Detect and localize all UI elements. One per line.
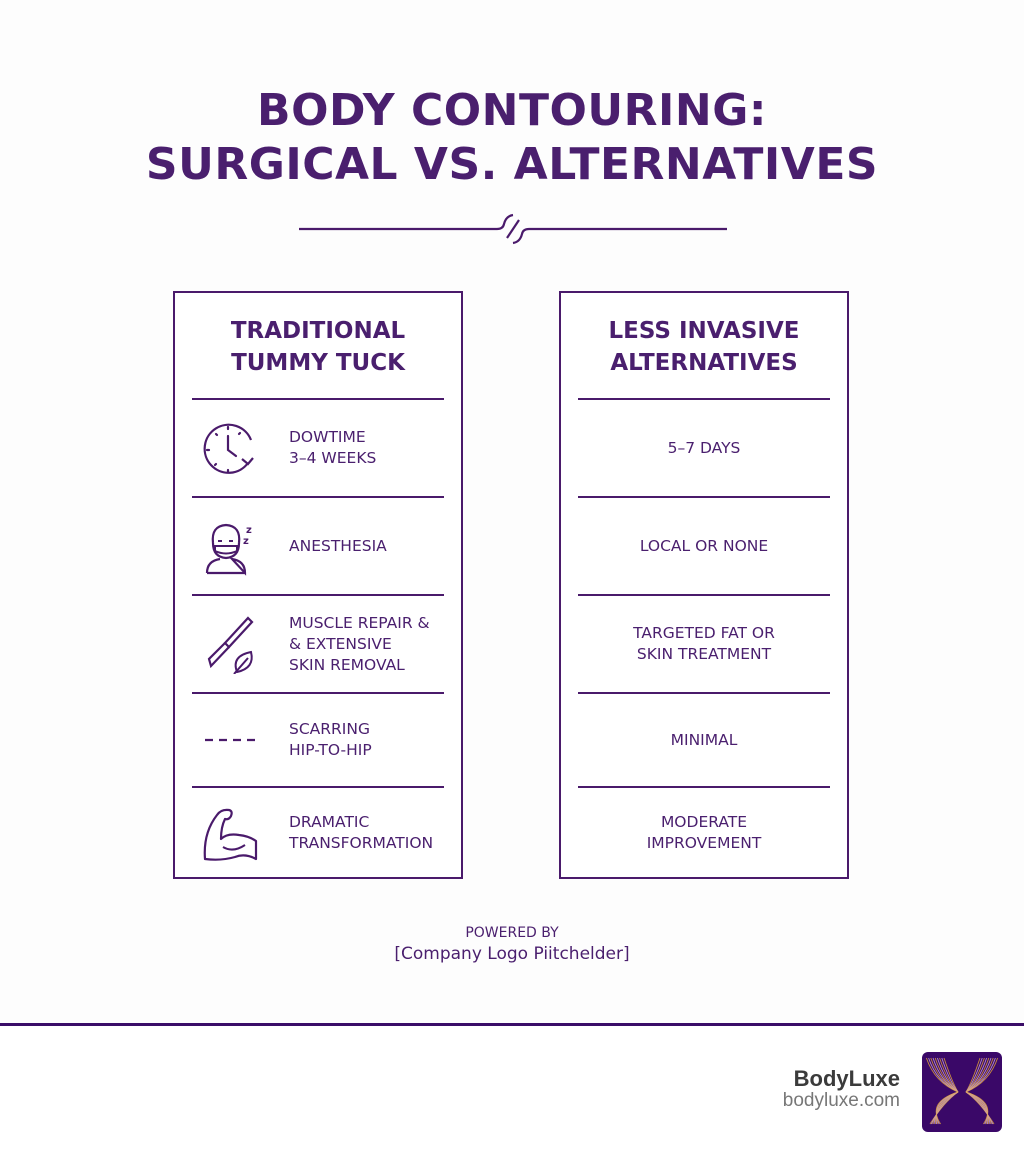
surgical-card: TRADITIONAL TUMMY TUCK DOWTIME 3–4 WEEKS… [173,291,463,879]
powered-by-label: POWERED BY [465,925,559,941]
footer-divider [0,1023,1024,1026]
alternatives-card-title: LESS INVASIVE ALTERNATIVES [561,315,847,379]
row-text: DRAMATIC TRANSFORMATION [289,813,434,852]
divider [192,398,444,400]
comparison-row-results: MODERATE IMPROVEMENT [561,788,847,878]
wing-stroke [933,1057,959,1125]
wing-stroke [965,1057,991,1125]
divider [578,594,830,596]
clock-icon [203,423,254,474]
row-text: SCARRING HIP-TO-HIP [289,720,372,759]
flexed-arm-icon [203,808,258,861]
brand-name: BodyLuxe [793,1066,900,1091]
card-title-line-1: TRADITIONAL [230,318,406,344]
sleeping-patient-icon: z z [205,523,252,576]
comparison-row-anesthesia: LOCAL OR NONE [561,498,847,594]
card-title-line-1: LESS INVASIVE [608,318,800,344]
page-title: BODY CONTOURING: SURGICAL VS. ALTERNATIV… [0,84,1024,192]
company-logo-placeholder: [Company Logo Piitchelder] [394,944,630,964]
divider [192,786,444,788]
row-text: ANESTHESIA [289,536,387,555]
wings-logo-icon [925,1057,999,1125]
comparison-row-scarring: MINIMAL [561,694,847,786]
divider [192,496,444,498]
comparison-row-procedure: MUSCLE REPAIR & & EXTENSIVE SKIN REMOVAL [175,596,461,692]
row-text: MODERATE IMPROVEMENT [646,813,762,852]
wing-stroke [965,1057,994,1125]
wing-stroke [929,1057,959,1125]
row-text: MUSCLE REPAIR & & EXTENSIVE SKIN REMOVAL [289,613,430,674]
brand-url[interactable]: bodyluxe.com [782,1090,900,1111]
wing-stroke [930,1057,959,1125]
scalpel-leaf-icon [207,616,254,674]
title-line-1: BODY CONTOURING: [257,85,767,136]
comparison-row-anesthesia: z z ANESTHESIA [175,498,461,594]
title-line-2: SURGICAL VS. ALTERNATIVES [145,139,879,190]
row-text: 5–7 DAYS [667,438,741,457]
divider [578,398,830,400]
divider [192,692,444,694]
row-text: MINIMAL [670,730,738,749]
divider [192,594,444,596]
comparison-row-procedure: TARGETED FAT OR SKIN TREATMENT [561,596,847,692]
row-text: LOCAL OR NONE [639,536,769,555]
alternatives-card: LESS INVASIVE ALTERNATIVES 5–7 DAYS LOCA… [559,291,849,879]
dashed-line-icon [203,738,261,742]
row-text: TARGETED FAT OR SKIN TREATMENT [633,624,775,663]
wing-stroke [965,1057,990,1125]
comparison-row-downtime: DOWTIME 3–4 WEEKS [175,400,461,496]
divider [578,692,830,694]
card-title-line-2: ALTERNATIVES [610,350,798,376]
comparison-row-downtime: 5–7 DAYS [561,400,847,496]
surgical-card-title: TRADITIONAL TUMMY TUCK [175,315,461,379]
wing-stroke [965,1057,999,1125]
wing-stroke [965,1057,995,1125]
brand-logo [922,1052,1002,1132]
comparison-row-results: DRAMATIC TRANSFORMATION [175,788,461,878]
comparison-row-scarring: SCARRING HIP-TO-HIP [175,694,461,786]
title-divider-icon [299,213,727,245]
wing-stroke [925,1057,959,1125]
divider [578,496,830,498]
row-text: DOWTIME 3–4 WEEKS [289,428,377,467]
card-title-line-2: TUMMY TUCK [231,350,405,376]
svg-text:z: z [246,525,252,536]
footer [0,1026,1024,1154]
svg-text:z: z [243,536,249,547]
divider [578,786,830,788]
wing-stroke [934,1057,959,1125]
